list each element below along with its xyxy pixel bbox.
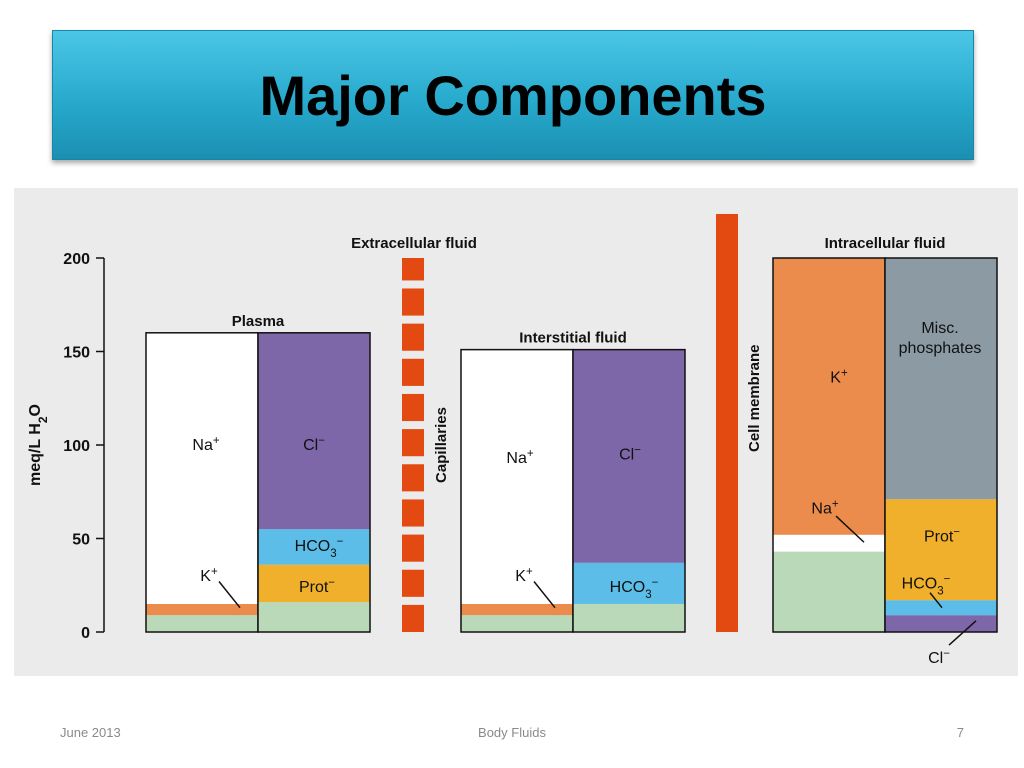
capillary-segment (402, 258, 424, 281)
segment-label: Cl− (303, 435, 325, 454)
capillary-segment (402, 393, 424, 422)
segment-label: Misc. (921, 320, 958, 337)
segment-label: Cl− (928, 648, 950, 667)
segment-label: K+ (830, 368, 848, 387)
stack-segment (461, 603, 573, 616)
stack-outline (572, 348, 686, 633)
label-leader-line (835, 515, 865, 543)
stack-segment (146, 332, 258, 604)
stack-segment (773, 258, 885, 535)
segment-label: Na+ (192, 435, 219, 454)
intracellular-label: Intracellular fluid (825, 235, 946, 252)
stack-segment (773, 551, 885, 632)
capillary-segment (402, 323, 424, 351)
capillary-segment (402, 288, 424, 316)
capillaries-label: Capillaries (433, 407, 450, 483)
compartment-title: Interstitial fluid (519, 330, 627, 347)
segment-label: Na+ (811, 499, 838, 518)
segment-label: K+ (515, 566, 533, 585)
capillary-segment (402, 429, 424, 457)
stack-segment (461, 615, 573, 632)
segment-label: Cl− (619, 444, 641, 463)
label-leader-line (948, 620, 977, 646)
figure-panel: 0 50 100 150 200 meq/L H2O Capillaries Cell mem… (14, 188, 1018, 676)
segment-label: HCO3− (295, 536, 344, 560)
stack-segment (885, 258, 997, 500)
y-tick-label: 150 (63, 345, 90, 362)
segment-label: Prot− (299, 577, 335, 596)
stack-outline (257, 332, 371, 633)
capillary-segment (402, 534, 424, 562)
footer-page-number: 7 (956, 725, 964, 740)
capillary-segment (402, 569, 424, 597)
stack-segment (885, 600, 997, 616)
segment-label: Na+ (506, 448, 533, 467)
y-tick-label: 0 (81, 625, 90, 642)
label-leader-line (218, 581, 241, 609)
capillary-segment (402, 499, 424, 527)
cell-membrane-bar (716, 214, 738, 632)
segment-label: Prot− (924, 527, 960, 546)
stack-segment (885, 499, 997, 601)
stack-outline (884, 257, 998, 633)
stack-segment (461, 349, 573, 604)
compartment-title: Plasma (232, 313, 285, 330)
stack-segment (773, 534, 885, 552)
stack-segment (258, 602, 370, 632)
segment-label: HCO3− (610, 577, 659, 601)
segment-label: K+ (200, 566, 218, 585)
fluid-composition-chart: 0 50 100 150 200 meq/L H2O Capillaries Cell mem… (27, 214, 998, 667)
capillary-segment (402, 464, 424, 492)
stack-segment (258, 564, 370, 603)
stack-segment (146, 615, 258, 632)
stack-segment (258, 332, 370, 530)
footer-center: Body Fluids (478, 725, 546, 740)
segment-label: phosphates (899, 340, 982, 357)
capillary-segment (402, 358, 424, 386)
y-axis-label: meq/L H2O (27, 404, 50, 486)
stack-segment (573, 349, 685, 563)
title-bar: Major Components (52, 30, 974, 160)
stack-segment (573, 603, 685, 632)
y-tick-label: 50 (72, 532, 90, 549)
stack-segment (258, 529, 370, 565)
cell-membrane-label: Cell membrane (746, 344, 763, 452)
capillary-segment (402, 604, 424, 632)
label-leader-line (533, 581, 556, 609)
y-tick-label: 100 (63, 438, 90, 455)
footer-date: June 2013 (60, 725, 121, 740)
extracellular-label: Extracellular fluid (351, 235, 477, 252)
y-tick-label: 200 (63, 251, 90, 268)
segment-label: HCO3− (902, 573, 951, 597)
slide-title: Major Components (259, 63, 767, 127)
stack-segment (885, 615, 997, 632)
stack-segment (146, 603, 258, 616)
label-leader-line (929, 592, 943, 609)
stack-segment (573, 562, 685, 604)
